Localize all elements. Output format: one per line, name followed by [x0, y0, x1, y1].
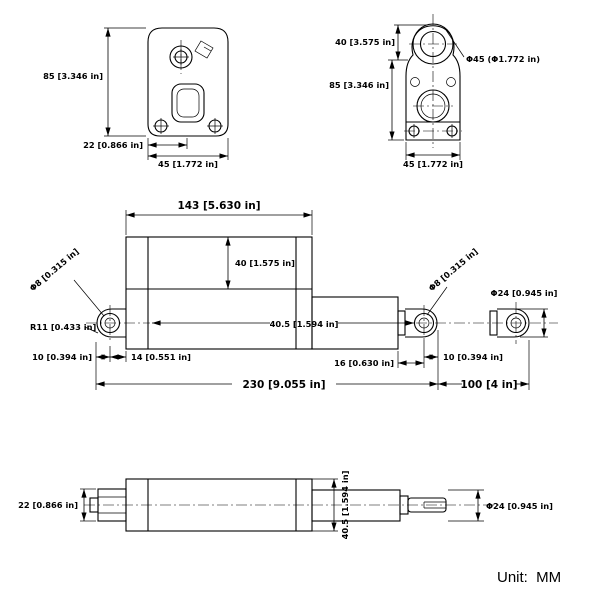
- dim-rear-height: 85 [3.346 in]: [43, 71, 103, 81]
- gear-circle-inner: [420, 93, 446, 119]
- bore-circle-inner: [419, 30, 447, 58]
- bore-circle-outer: [412, 23, 454, 65]
- dim-retracted-length: 230 [9.055 in]: [242, 379, 325, 391]
- dim-rear-edge: 10 [0.394 in]: [32, 352, 92, 362]
- rod-end-detail: [497, 308, 530, 338]
- dim-front-height: 85 [3.346 in]: [329, 80, 389, 90]
- dim-stroke: 40.5 [1.594 in]: [270, 319, 339, 329]
- front-housing-outline: [405, 25, 461, 141]
- screw-hole-left: [410, 77, 420, 87]
- actuator-body: [125, 236, 313, 350]
- dim-top-rod-end-dia: Φ24 [0.945 in]: [486, 501, 553, 511]
- top-front-clevis: [407, 497, 447, 513]
- front-clevis: [405, 308, 438, 338]
- dim-front-width: 45 [1.772 in]: [403, 159, 463, 169]
- dim-rod-end-dia: Φ24 [0.945 in]: [491, 288, 558, 298]
- dim-front-bore: Φ45 (Φ1.772 in): [466, 54, 540, 64]
- top-tube: [311, 489, 401, 522]
- dim-rear-hole: Φ8 [0.315 in]: [27, 246, 80, 293]
- dim-front-top: 40 [3.575 in]: [335, 37, 395, 47]
- slot-outer: [171, 83, 205, 123]
- dim-rear-width: 45 [1.772 in]: [158, 159, 218, 169]
- dim-body-length: 143 [5.630 in]: [177, 200, 260, 212]
- rear-view: 85 [3.346 in] 22 [0.866 in] 45 [1.772 in…: [43, 27, 229, 169]
- top-view: 22 [0.866 in] 40.5 [1.594 in] Φ24 [0.945…: [18, 470, 553, 539]
- dim-rear-offset: 22 [0.866 in]: [83, 140, 143, 150]
- connector-icon: [194, 40, 214, 59]
- front-view: 40 [3.575 in] 85 [3.346 in] Φ45 (Φ1.772 …: [329, 14, 540, 169]
- dim-front-edge: 10 [0.394 in]: [443, 352, 503, 362]
- slot-inner: [176, 88, 200, 118]
- dim-rear-radius: R11 [0.433 in]: [30, 322, 96, 332]
- dim-extension: 100 [4 in]: [460, 379, 517, 391]
- top-rear-pin: [89, 497, 99, 513]
- cable-gland-outer: [169, 45, 193, 69]
- dim-motor-height: 40 [1.575 in]: [235, 258, 295, 268]
- dim-top-stroke: 40.5 [1.594 in]: [340, 470, 350, 539]
- dim-clevis-width: 22 [0.866 in]: [18, 500, 78, 510]
- rod-end-detail-neck: [489, 310, 498, 336]
- dim-rear-center: 14 [0.551 in]: [131, 352, 191, 362]
- dim-front-hole: Φ8 [0.315 in]: [426, 246, 479, 293]
- rod-end-detail-hole-outer: [505, 312, 527, 334]
- unit-label: Unit: MM: [497, 569, 561, 586]
- dim-front-center: 16 [0.630 in]: [334, 358, 394, 368]
- rear-housing-outline: [147, 27, 229, 137]
- screw-hole-right: [446, 77, 456, 87]
- side-view: 143 [5.630 in] 40 [1.575 in] 40.5 [1.594…: [27, 200, 558, 391]
- rear-clevis: [96, 308, 126, 338]
